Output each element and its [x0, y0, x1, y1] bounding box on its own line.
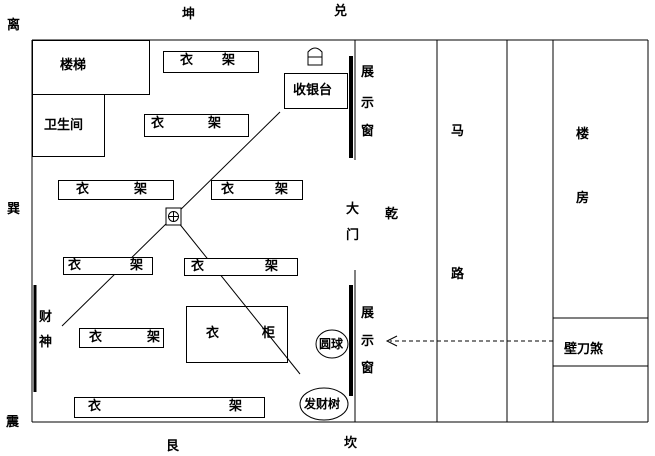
cabinet-label-b: 柜: [262, 326, 276, 341]
main-door-b: 门: [346, 228, 360, 243]
tree-outline: [299, 387, 349, 421]
tree-label: 发财树: [304, 397, 341, 411]
direction-xun: 巽: [7, 202, 21, 217]
clothes-rack: 衣架: [211, 180, 303, 200]
blade-sha-label: 壁刀煞: [564, 342, 604, 357]
direction-dui: 兑: [334, 4, 348, 19]
clothes-rack: 衣架: [144, 114, 249, 137]
road-label-b: 路: [451, 267, 465, 282]
display-window-bottom-c: 窗: [361, 361, 375, 376]
clothes-rack: 衣架: [163, 51, 259, 73]
display-window-top-c: 窗: [361, 124, 375, 139]
stairs-room: 楼梯: [32, 40, 150, 95]
cashier-label: 收银台: [293, 83, 333, 98]
cashier-counter: 收银台: [284, 73, 348, 109]
main-door-a: 大: [346, 202, 360, 217]
display-window-bottom-b: 示: [361, 334, 375, 349]
display-window-top-b: 示: [361, 96, 375, 111]
building-label-b: 房: [576, 191, 590, 206]
cabinet-label-a: 衣: [206, 326, 220, 341]
clothes-rack: 衣架: [79, 328, 164, 348]
clothes-rack: 衣架: [74, 397, 265, 418]
direction-qian: 乾: [385, 207, 399, 222]
clothes-cabinet: 衣 柜: [186, 306, 288, 363]
direction-kun: 坤: [182, 7, 196, 22]
compass-icon: [165, 207, 182, 226]
stairs-label: 楼梯: [60, 58, 87, 73]
wealth-god-label-a: 财: [39, 310, 53, 325]
clothes-rack: 衣架: [63, 257, 153, 275]
direction-kan: 坎: [344, 436, 358, 451]
display-window-bottom-a: 展: [361, 306, 375, 321]
building-label-a: 楼: [576, 127, 590, 142]
clothes-rack: 衣架: [58, 180, 174, 200]
restroom: 卫生间: [32, 94, 105, 157]
road-label-a: 马: [451, 124, 465, 139]
direction-li: 离: [7, 18, 21, 33]
clothes-rack: 衣架: [184, 258, 298, 276]
ball-outline: [315, 329, 349, 359]
display-window-top-a: 展: [361, 65, 375, 80]
ball-label: 圆球: [319, 337, 344, 351]
direction-zhen: 震: [6, 415, 20, 430]
wealth-god-label-b: 神: [39, 335, 53, 350]
direction-gen: 艮: [166, 439, 180, 454]
restroom-label: 卫生间: [44, 118, 84, 133]
lamp-icon: [307, 47, 323, 66]
